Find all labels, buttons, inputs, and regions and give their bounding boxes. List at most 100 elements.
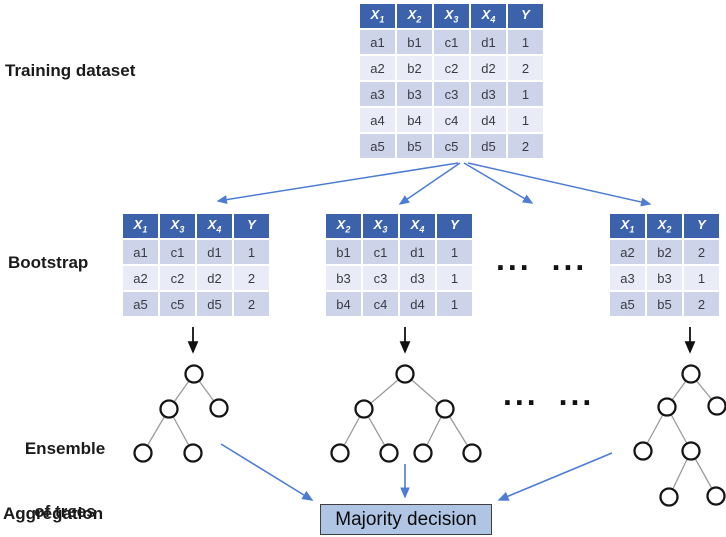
col-header: X1 (360, 4, 395, 28)
cell: a5 (610, 292, 645, 316)
cell: d3 (471, 82, 506, 106)
cell: 1 (684, 266, 719, 290)
cell: 2 (684, 240, 719, 264)
aggregation-arrows (220, 443, 613, 501)
cell: c3 (434, 82, 469, 106)
cell: 2 (234, 266, 269, 290)
cell: c2 (434, 56, 469, 80)
cell: a5 (123, 292, 158, 316)
cell: b1 (397, 30, 432, 54)
cell: d1 (471, 30, 506, 54)
table-row: b4 c4 d4 1 (326, 292, 472, 316)
cell: 2 (508, 56, 543, 80)
table-header-row: X1 X2 X3 X4 Y (360, 4, 543, 28)
table-row: a4 b4 c4 d4 1 (360, 108, 543, 132)
tree-nodes (633, 364, 726, 507)
cell: a2 (360, 56, 395, 80)
table-header-row: X2 X3 X4 Y (326, 214, 472, 238)
decision-tree-2 (330, 364, 482, 463)
cell: c4 (363, 292, 398, 316)
cell: c1 (363, 240, 398, 264)
cell: d2 (197, 266, 232, 290)
table-header-row: X1 X2 Y (610, 214, 719, 238)
table-row: a2 c2 d2 2 (123, 266, 269, 290)
col-header: X2 (647, 214, 682, 238)
col-header: Y (684, 214, 719, 238)
training-dataset-table: X1 X2 X3 X4 Y a1 b1 c1 d1 1 a2 b2 c2 d2 … (358, 2, 545, 160)
table-row: a5 b5 c5 d5 2 (360, 134, 543, 158)
table-header-row: X1 X3 X4 Y (123, 214, 269, 238)
col-header: X2 (397, 4, 432, 28)
col-header: X4 (400, 214, 435, 238)
aggregation-arrow-3 (497, 452, 613, 501)
col-header: X1 (610, 214, 645, 238)
label-ensemble-line2: of trees (34, 502, 96, 521)
cell: b2 (647, 240, 682, 264)
cell: b3 (397, 82, 432, 106)
table-row: a2 b2 2 (610, 240, 719, 264)
table-row: a2 b2 c2 d2 2 (360, 56, 543, 80)
col-header: X3 (160, 214, 195, 238)
cell: d1 (400, 240, 435, 264)
col-header: X4 (197, 214, 232, 238)
cell: c2 (160, 266, 195, 290)
table-row: b1 c1 d1 1 (326, 240, 472, 264)
cell: 1 (234, 240, 269, 264)
cell: c3 (363, 266, 398, 290)
cell: b1 (326, 240, 361, 264)
bootstrap-table-1: X1 X3 X4 Y a1 c1 d1 1 a2 c2 d2 2 a5 c5 (121, 212, 271, 318)
label-bootstrap: Bootstrap (8, 253, 89, 272)
cell: c5 (160, 292, 195, 316)
table-row: a3 b3 c3 d3 1 (360, 82, 543, 106)
table-to-tree-arrows (187, 327, 696, 354)
decision-tree-1 (133, 364, 229, 463)
label-aggregation: Aggregation (3, 504, 104, 523)
col-header: X1 (123, 214, 158, 238)
fan-arrow-1 (216, 162, 459, 205)
table-row: a1 b1 c1 d1 1 (360, 30, 543, 54)
cell: b5 (397, 134, 432, 158)
cell: a5 (360, 134, 395, 158)
cell: d5 (197, 292, 232, 316)
cell: c1 (160, 240, 195, 264)
cell: 1 (437, 266, 472, 290)
cell: a2 (123, 266, 158, 290)
label-training-dataset: Training dataset (5, 61, 136, 80)
aggregation-arrow-1 (220, 443, 314, 501)
cell: a3 (610, 266, 645, 290)
table-row: a1 c1 d1 1 (123, 240, 269, 264)
tree-nodes (330, 364, 482, 463)
col-header: Y (437, 214, 472, 238)
cell: 1 (437, 240, 472, 264)
cell: a1 (123, 240, 158, 264)
cell: d5 (471, 134, 506, 158)
fan-arrow-2 (398, 162, 461, 205)
fan-arrow-4 (467, 162, 652, 207)
cell: a1 (360, 30, 395, 54)
cell: 1 (508, 82, 543, 106)
col-header: X2 (326, 214, 361, 238)
col-header: X3 (363, 214, 398, 238)
cell: b5 (647, 292, 682, 316)
col-header: Y (508, 4, 543, 28)
tree-nodes (133, 364, 229, 463)
table-row: a3 b3 1 (610, 266, 719, 290)
label-ensemble-line1: Ensemble (24, 439, 106, 458)
cell: a4 (360, 108, 395, 132)
ellipsis-tables: ... ... (496, 241, 588, 277)
fan-arrow-3 (463, 162, 534, 204)
cell: c5 (434, 134, 469, 158)
cell: 2 (684, 292, 719, 316)
ellipsis-trees: ... ... (503, 376, 595, 412)
cell: 1 (437, 292, 472, 316)
table-row: b3 c3 d3 1 (326, 266, 472, 290)
cell: c1 (434, 30, 469, 54)
col-header: Y (234, 214, 269, 238)
cell: 1 (508, 30, 543, 54)
cell: 2 (234, 292, 269, 316)
cell: 1 (508, 108, 543, 132)
table-row: a5 c5 d5 2 (123, 292, 269, 316)
cell: d4 (400, 292, 435, 316)
cell: b2 (397, 56, 432, 80)
